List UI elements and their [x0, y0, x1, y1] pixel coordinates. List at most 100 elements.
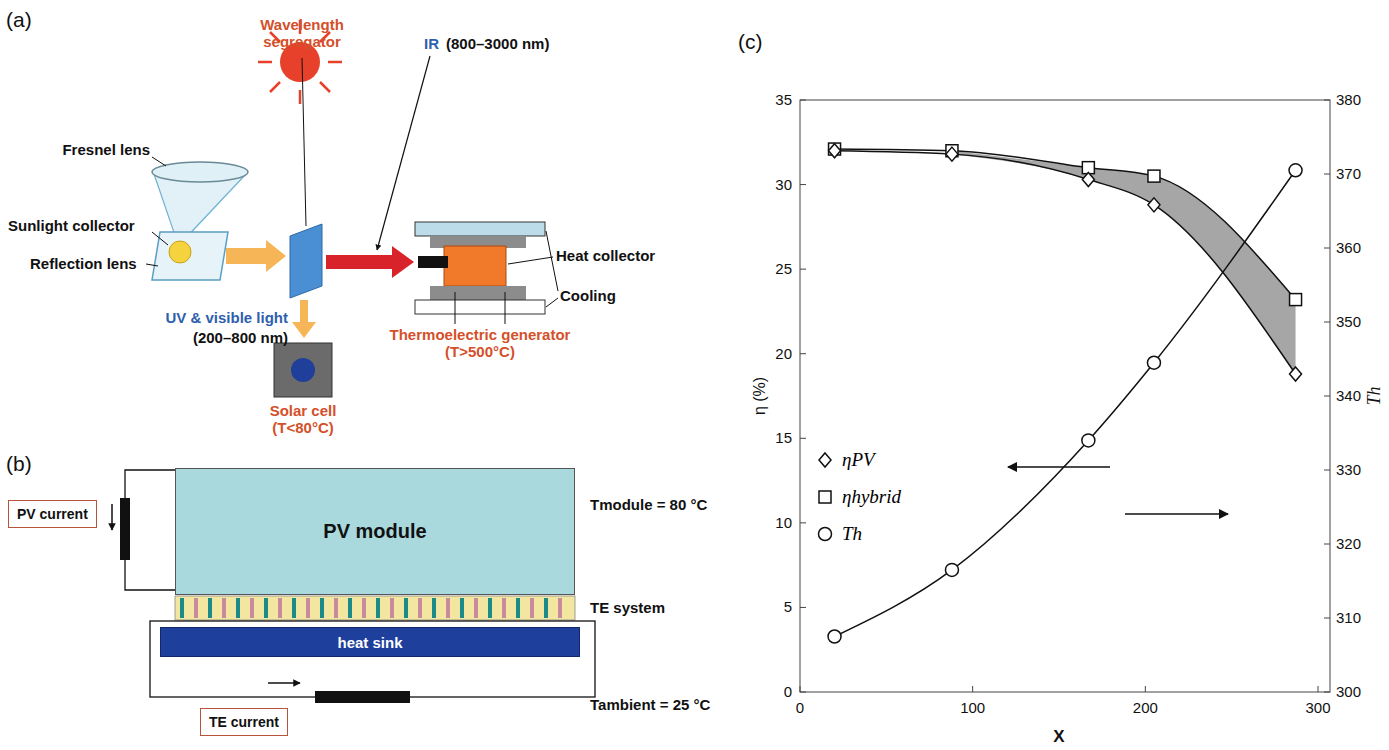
tick-label: 30: [775, 176, 792, 193]
axis-ticks: [800, 438, 806, 439]
te-leg: [502, 598, 506, 618]
part-label: UV & visible light: [165, 309, 288, 326]
tick-label: 380: [1336, 91, 1361, 108]
legend-text: ηhybrid: [842, 486, 901, 508]
data-markers: [1147, 356, 1160, 369]
current-arrow: [268, 682, 300, 684]
data-markers: [946, 147, 958, 161]
load-symbol: [120, 498, 130, 560]
axis-ticks: [800, 184, 806, 185]
te-leg: [306, 598, 310, 618]
te-leg: [292, 598, 296, 618]
th-curve: [835, 170, 1296, 636]
tick-label: 0: [784, 683, 792, 700]
te-leg: [488, 598, 492, 618]
axis-ticks: [1324, 174, 1330, 175]
part-label: Sunlight collector: [8, 217, 135, 234]
part-label: Tmodule = 80 °C: [590, 496, 707, 513]
tick-label: 350: [1336, 313, 1361, 330]
te-leg: [460, 598, 464, 618]
reflection-lens: [152, 232, 228, 280]
sun: [320, 82, 330, 92]
axis-ticks: [1324, 248, 1330, 249]
current-label-box: TE current: [200, 708, 288, 736]
sunlight-collector: [169, 241, 191, 263]
sun: [258, 61, 272, 64]
axis-ticks: [1324, 544, 1330, 545]
part-label: Tambient = 25 °C: [590, 696, 710, 713]
te-leg: [446, 598, 450, 618]
data-markers: [1148, 198, 1160, 212]
gain-band: [952, 151, 1296, 374]
te-leg: [432, 598, 436, 618]
axis-ticks: [800, 353, 806, 354]
te-leg: [474, 598, 478, 618]
leader-line: [508, 257, 553, 264]
axis-ticks: [800, 692, 806, 693]
legend-symbol: [814, 449, 836, 471]
thermoelectric-generator: [415, 222, 545, 236]
te-leg: [390, 598, 394, 618]
pv-module: PV module: [175, 468, 575, 595]
axis-ticks: [1324, 100, 1330, 101]
te-leg: [362, 598, 366, 618]
data-markers: [1290, 294, 1302, 306]
tick-label: 370: [1336, 165, 1361, 182]
panel-letter: (a): [6, 8, 32, 32]
data-markers: [1289, 164, 1302, 177]
data-markers: [1290, 367, 1302, 381]
part-label: (800–3000 nm): [446, 35, 549, 52]
legend-symbol: [819, 491, 831, 503]
data-markers: [828, 630, 841, 643]
tick-label: 360: [1336, 239, 1361, 256]
axis-ticks: [800, 269, 806, 270]
axis-pointer: [1125, 513, 1228, 515]
axis-ticks: [1324, 692, 1330, 693]
load-symbol: [315, 691, 410, 703]
leader-line: [546, 298, 558, 307]
data-markers: [945, 563, 958, 576]
tick-label: 20: [775, 345, 792, 362]
light-arrow: [226, 240, 286, 272]
leader-line: [152, 232, 168, 245]
sun: [299, 90, 302, 104]
axis-title: η (%): [751, 377, 769, 415]
axis-ticks: [1324, 322, 1330, 323]
legend-entry: Th: [814, 521, 862, 547]
axis-ticks: [800, 607, 806, 608]
tick-label: 310: [1336, 609, 1361, 626]
te-legs: [175, 596, 575, 620]
axis-ticks: [800, 100, 806, 101]
part-label: Heat collector: [556, 247, 655, 264]
te-leg: [278, 598, 282, 618]
current-arrow: [111, 504, 113, 530]
part-label: Fresnel lens: [62, 141, 150, 158]
leader-line: [146, 264, 158, 266]
tick-label: 15: [775, 430, 792, 447]
te-legs: [175, 596, 575, 620]
box-text: PV current: [17, 506, 88, 522]
axis-ticks: [1324, 470, 1330, 471]
axis-ticks: [800, 522, 806, 523]
data-markers: [1082, 172, 1094, 186]
axis-ticks: [800, 100, 1330, 692]
box-text: heat sink: [337, 634, 402, 651]
te-leg: [418, 598, 422, 618]
pv-curve: [835, 151, 1296, 374]
leader-line: [455, 292, 456, 324]
axis-ticks: [1145, 686, 1146, 692]
axis-title: Th: [1364, 386, 1385, 405]
part-label: Solar cell (T<80°C): [253, 402, 353, 437]
thermoelectric-generator: [430, 286, 526, 300]
box-text: PV module: [323, 520, 426, 543]
tick-label: 5: [784, 599, 792, 616]
panel-letter: (c): [738, 30, 763, 54]
part-label: Thermoelectric generator (T>500°C): [375, 326, 585, 361]
te-leg: [180, 598, 184, 618]
leader-line: [505, 292, 506, 324]
heat-sink: heat sink: [160, 627, 580, 657]
te-leg: [348, 598, 352, 618]
tick-label: 10: [775, 514, 792, 531]
axis-ticks: [800, 686, 801, 692]
te-leg: [194, 598, 198, 618]
